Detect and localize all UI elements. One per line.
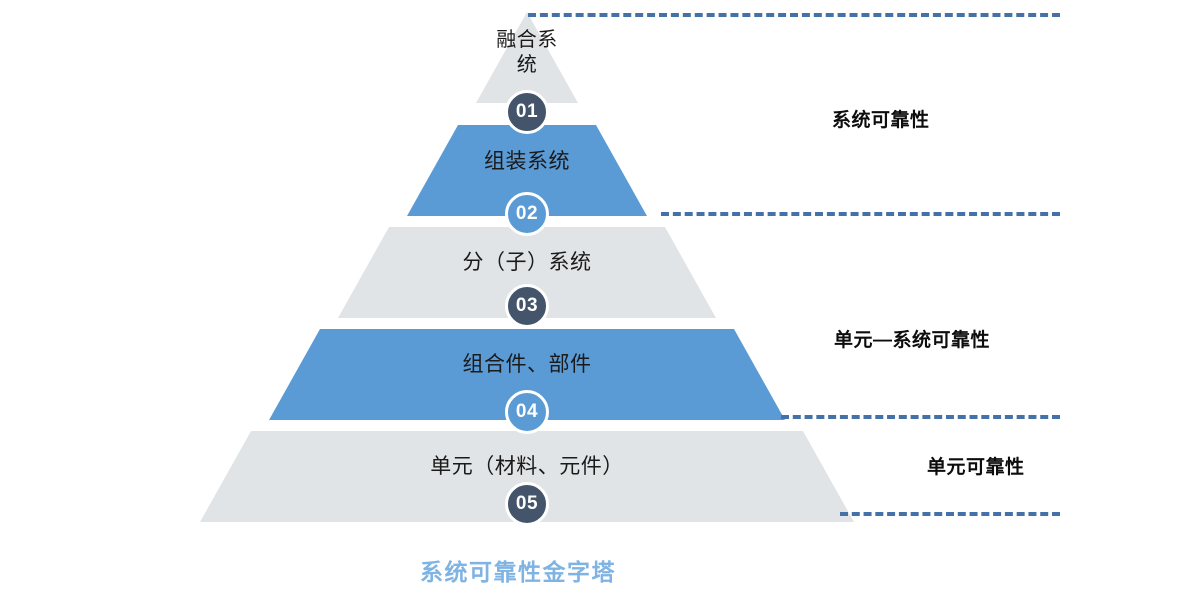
leader-line-top: [528, 13, 1060, 17]
level-badge-02[interactable]: 02: [505, 192, 549, 236]
level-badge-01-text: 01: [515, 101, 539, 122]
level-badge-02-text: 02: [515, 203, 539, 224]
leader-line-lower: [781, 415, 1060, 419]
level-badge-04-text: 04: [515, 401, 539, 422]
level-badge-03[interactable]: 03: [505, 284, 549, 328]
diagram-caption: 系统可靠性金字塔: [420, 559, 616, 585]
pyramid-band-03[interactable]: [338, 227, 716, 318]
pyramid-band-05[interactable]: [200, 431, 854, 522]
level-badge-05-text: 05: [515, 493, 539, 514]
level-badge-05[interactable]: 05: [505, 482, 549, 526]
side-label-system-reliability: 系统可靠性: [832, 110, 930, 131]
pyramid-band-04[interactable]: [269, 329, 785, 420]
band-label-02: 组装系统: [484, 150, 570, 173]
leader-line-middle: [661, 212, 1060, 216]
side-label-unit-system-reliability: 单元—系统可靠性: [834, 330, 991, 351]
pyramid-band-01[interactable]: [476, 12, 578, 103]
level-badge-01[interactable]: 01: [505, 90, 549, 134]
band-label-04: 组合件、部件: [462, 353, 592, 376]
leader-line-bottom: [840, 512, 1060, 516]
band-label-05: 单元（材料、元件）: [430, 455, 624, 478]
side-label-unit-reliability: 单元可靠性: [927, 457, 1025, 478]
level-badge-03-text: 03: [515, 295, 539, 316]
band-label-01: 融合系 统: [496, 29, 558, 76]
band-label-03: 分（子）系统: [462, 251, 592, 274]
level-badge-04[interactable]: 04: [505, 390, 549, 434]
pyramid-band-02[interactable]: [407, 125, 647, 216]
